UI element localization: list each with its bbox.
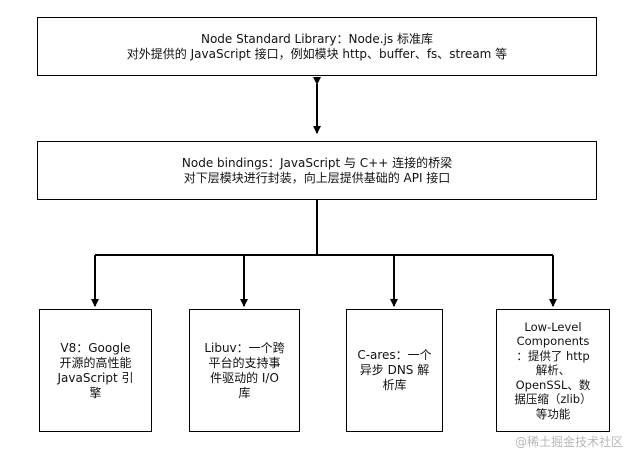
bindings-description: 对下层模块进行封装，向上层提供基础的 API 接口	[183, 170, 451, 185]
low-level-components-box: Low-Level Components ：提供了 http 解析、 OpenS…	[496, 309, 610, 432]
libuv-text-line: Libuv：一个跨	[204, 340, 285, 355]
watermark-text: @稀土掘金技术社区	[514, 435, 623, 449]
low-level-text-line: 解析、	[535, 363, 571, 378]
libuv-text-line: 库	[238, 385, 251, 400]
v8-box: V8：Google 开源的高性能 JavaScript 引 擎	[39, 309, 152, 432]
v8-text-line: JavaScript 引	[57, 370, 134, 385]
standard-library-title: Node Standard Library：Node.js 标准库	[200, 31, 434, 46]
libuv-box: Libuv：一个跨 平台的支持事 件驱动的 I/O 库	[189, 309, 300, 432]
c-ares-text-line: 异步 DNS 解	[359, 363, 430, 377]
low-level-text-line: Components	[516, 334, 590, 349]
low-level-text-line: 据压缩（zlib）	[514, 392, 592, 407]
bindings-title: Node bindings：JavaScript 与 C++ 连接的桥梁	[181, 155, 453, 170]
v8-text-line: 开源的高性能	[59, 355, 132, 370]
low-level-text-line: Low-Level	[524, 319, 582, 334]
v8-text-line: 擎	[89, 385, 102, 400]
c-ares-text-line: C-ares：一个	[357, 348, 432, 362]
c-ares-box: C-ares：一个 异步 DNS 解 析库	[346, 309, 443, 432]
v8-text-line: V8：Google	[60, 340, 131, 355]
node-standard-library-box: Node Standard Library：Node.js 标准库 对外提供的 …	[37, 17, 597, 76]
c-ares-text-line: 析库	[382, 378, 407, 392]
libuv-text-line: 平台的支持事	[208, 355, 281, 370]
standard-library-description: 对外提供的 JavaScript 接口，例如模块 http、buffer、fs、…	[126, 46, 508, 61]
node-bindings-box: Node bindings：JavaScript 与 C++ 连接的桥梁 对下层…	[37, 141, 597, 200]
low-level-text-line: ：提供了 http	[516, 348, 590, 363]
low-level-text-line: 等功能	[535, 406, 571, 421]
low-level-text-line: OpenSSL、数	[515, 377, 591, 392]
libuv-text-line: 件驱动的 I/O	[210, 370, 279, 385]
